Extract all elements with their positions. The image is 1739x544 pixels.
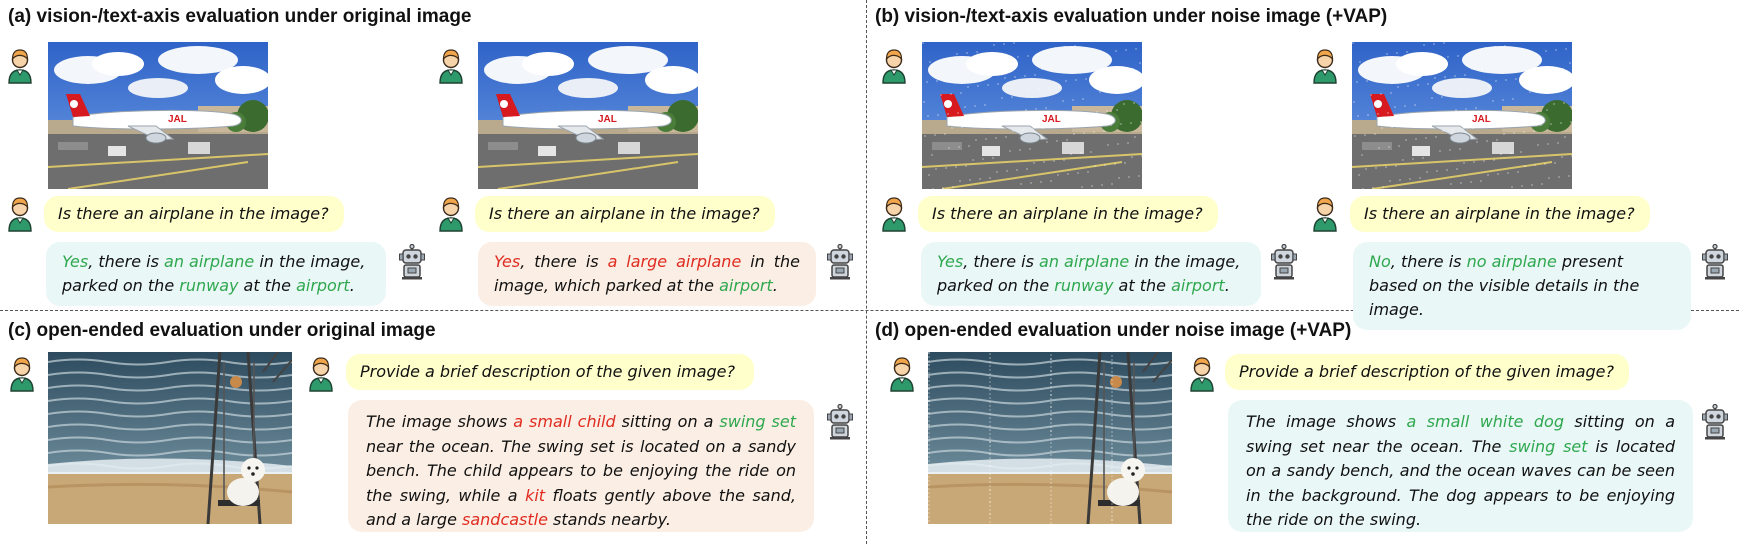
answer-word: sandcastle bbox=[462, 510, 548, 529]
svg-text:JAL: JAL bbox=[1472, 114, 1491, 125]
panel-b-title: (b) vision-/text-axis evaluation under n… bbox=[875, 6, 1388, 27]
answer-text: The image shows bbox=[366, 412, 514, 431]
horizontal-divider bbox=[0, 310, 1739, 311]
answer-text: is located on a sandy bench, and the oce… bbox=[1246, 436, 1676, 530]
answer-word: kit bbox=[525, 485, 546, 505]
answer-text: near the ocean. The swing set is located… bbox=[366, 436, 796, 505]
answer-word: an airplane bbox=[1039, 252, 1130, 271]
airplane-noise-image: JAL bbox=[922, 42, 1142, 189]
answer-word: No bbox=[1369, 252, 1391, 271]
answer-text: stands nearby. bbox=[547, 510, 671, 529]
robot-icon bbox=[398, 243, 426, 280]
question-bubble: Is there an airplane in the image? bbox=[1350, 196, 1650, 232]
vertical-divider bbox=[866, 0, 867, 544]
answer-text: , there is bbox=[88, 252, 165, 271]
question-bubble: Is there an airplane in the image? bbox=[475, 196, 775, 232]
robot-icon bbox=[1270, 243, 1298, 280]
answer-text: . bbox=[772, 276, 778, 295]
user-icon bbox=[6, 196, 34, 232]
robot-icon bbox=[1701, 403, 1729, 440]
robot-icon bbox=[1701, 243, 1729, 280]
beach-dog-noise-image bbox=[928, 352, 1172, 524]
answer-text: floats gently above the sand, and a larg… bbox=[366, 485, 796, 530]
answer-word: a small white dog bbox=[1406, 412, 1564, 431]
answer-text: , there is bbox=[963, 252, 1040, 271]
answer-text: at the bbox=[1113, 276, 1172, 295]
panel-a-title: (a) vision-/text-axis evaluation under o… bbox=[8, 6, 472, 27]
user-icon bbox=[6, 48, 34, 84]
user-icon bbox=[8, 356, 36, 392]
answer-bubble: No, there is no airplane present based o… bbox=[1353, 242, 1691, 330]
user-icon bbox=[888, 356, 916, 392]
user-icon bbox=[880, 48, 908, 84]
panel-d-title: (d) open-ended evaluation under noise im… bbox=[875, 320, 1352, 341]
airplane-noise-image: JAL bbox=[1352, 42, 1572, 189]
answer-text: in the image, parked on the bbox=[937, 252, 1241, 295]
answer-bubble: The image shows a small child sitting on… bbox=[348, 400, 814, 532]
airplane-image: JAL bbox=[478, 42, 698, 189]
airplane-image: JAL bbox=[48, 42, 268, 189]
answer-word: no airplane bbox=[1466, 252, 1557, 271]
answer-text: The image shows bbox=[1246, 412, 1407, 431]
answer-word: Yes bbox=[937, 252, 964, 271]
user-icon bbox=[1188, 356, 1216, 392]
answer-word: a large airplane bbox=[607, 252, 742, 271]
answer-text: in the image, which parked at the bbox=[494, 252, 801, 295]
answer-text: . bbox=[1224, 276, 1230, 295]
answer-text: sitting on a bbox=[615, 412, 720, 431]
answer-word: runway bbox=[179, 276, 239, 295]
answer-bubble: Yes, there is a large airplane in the im… bbox=[478, 242, 816, 306]
answer-text: present based on the visible details in … bbox=[1369, 252, 1640, 319]
beach-dog-image bbox=[48, 352, 292, 524]
answer-text: sitting on a swing set near the ocean. T… bbox=[1246, 412, 1675, 456]
answer-word: airport bbox=[296, 276, 350, 295]
answer-word: swing set bbox=[719, 412, 797, 431]
answer-text: , there is bbox=[520, 252, 608, 271]
answer-word: airport bbox=[719, 276, 773, 295]
answer-word: swing set bbox=[1509, 436, 1588, 456]
answer-word: airport bbox=[1171, 276, 1225, 295]
svg-text:JAL: JAL bbox=[168, 114, 187, 125]
user-icon bbox=[1311, 48, 1339, 84]
answer-bubble: Yes, there is an airplane in the image, … bbox=[46, 242, 386, 306]
answer-bubble: The image shows a small white dog sittin… bbox=[1228, 400, 1693, 532]
question-bubble: Provide a brief description of the given… bbox=[346, 354, 754, 390]
svg-text:JAL: JAL bbox=[1042, 114, 1061, 125]
question-bubble: Is there an airplane in the image? bbox=[918, 196, 1218, 232]
answer-word: a small child bbox=[513, 412, 616, 431]
user-icon bbox=[1311, 196, 1339, 232]
answer-text: in the image, parked on the bbox=[62, 252, 366, 295]
answer-word: Yes bbox=[62, 252, 89, 271]
user-icon bbox=[437, 196, 465, 232]
svg-text:JAL: JAL bbox=[598, 114, 617, 125]
user-icon bbox=[437, 48, 465, 84]
user-icon bbox=[307, 356, 335, 392]
panel-c-title: (c) open-ended evaluation under original… bbox=[8, 320, 436, 341]
user-icon bbox=[880, 196, 908, 232]
answer-text: , there is bbox=[1390, 252, 1467, 271]
answer-word: an airplane bbox=[164, 252, 255, 271]
answer-word: runway bbox=[1054, 276, 1114, 295]
robot-icon bbox=[826, 243, 854, 280]
robot-icon bbox=[826, 403, 854, 440]
question-bubble: Is there an airplane in the image? bbox=[44, 196, 344, 232]
answer-text: . bbox=[349, 276, 355, 295]
answer-text: at the bbox=[238, 276, 297, 295]
question-bubble: Provide a brief description of the given… bbox=[1225, 354, 1629, 390]
answer-bubble: Yes, there is an airplane in the image, … bbox=[921, 242, 1261, 306]
answer-word: Yes bbox=[494, 252, 521, 271]
